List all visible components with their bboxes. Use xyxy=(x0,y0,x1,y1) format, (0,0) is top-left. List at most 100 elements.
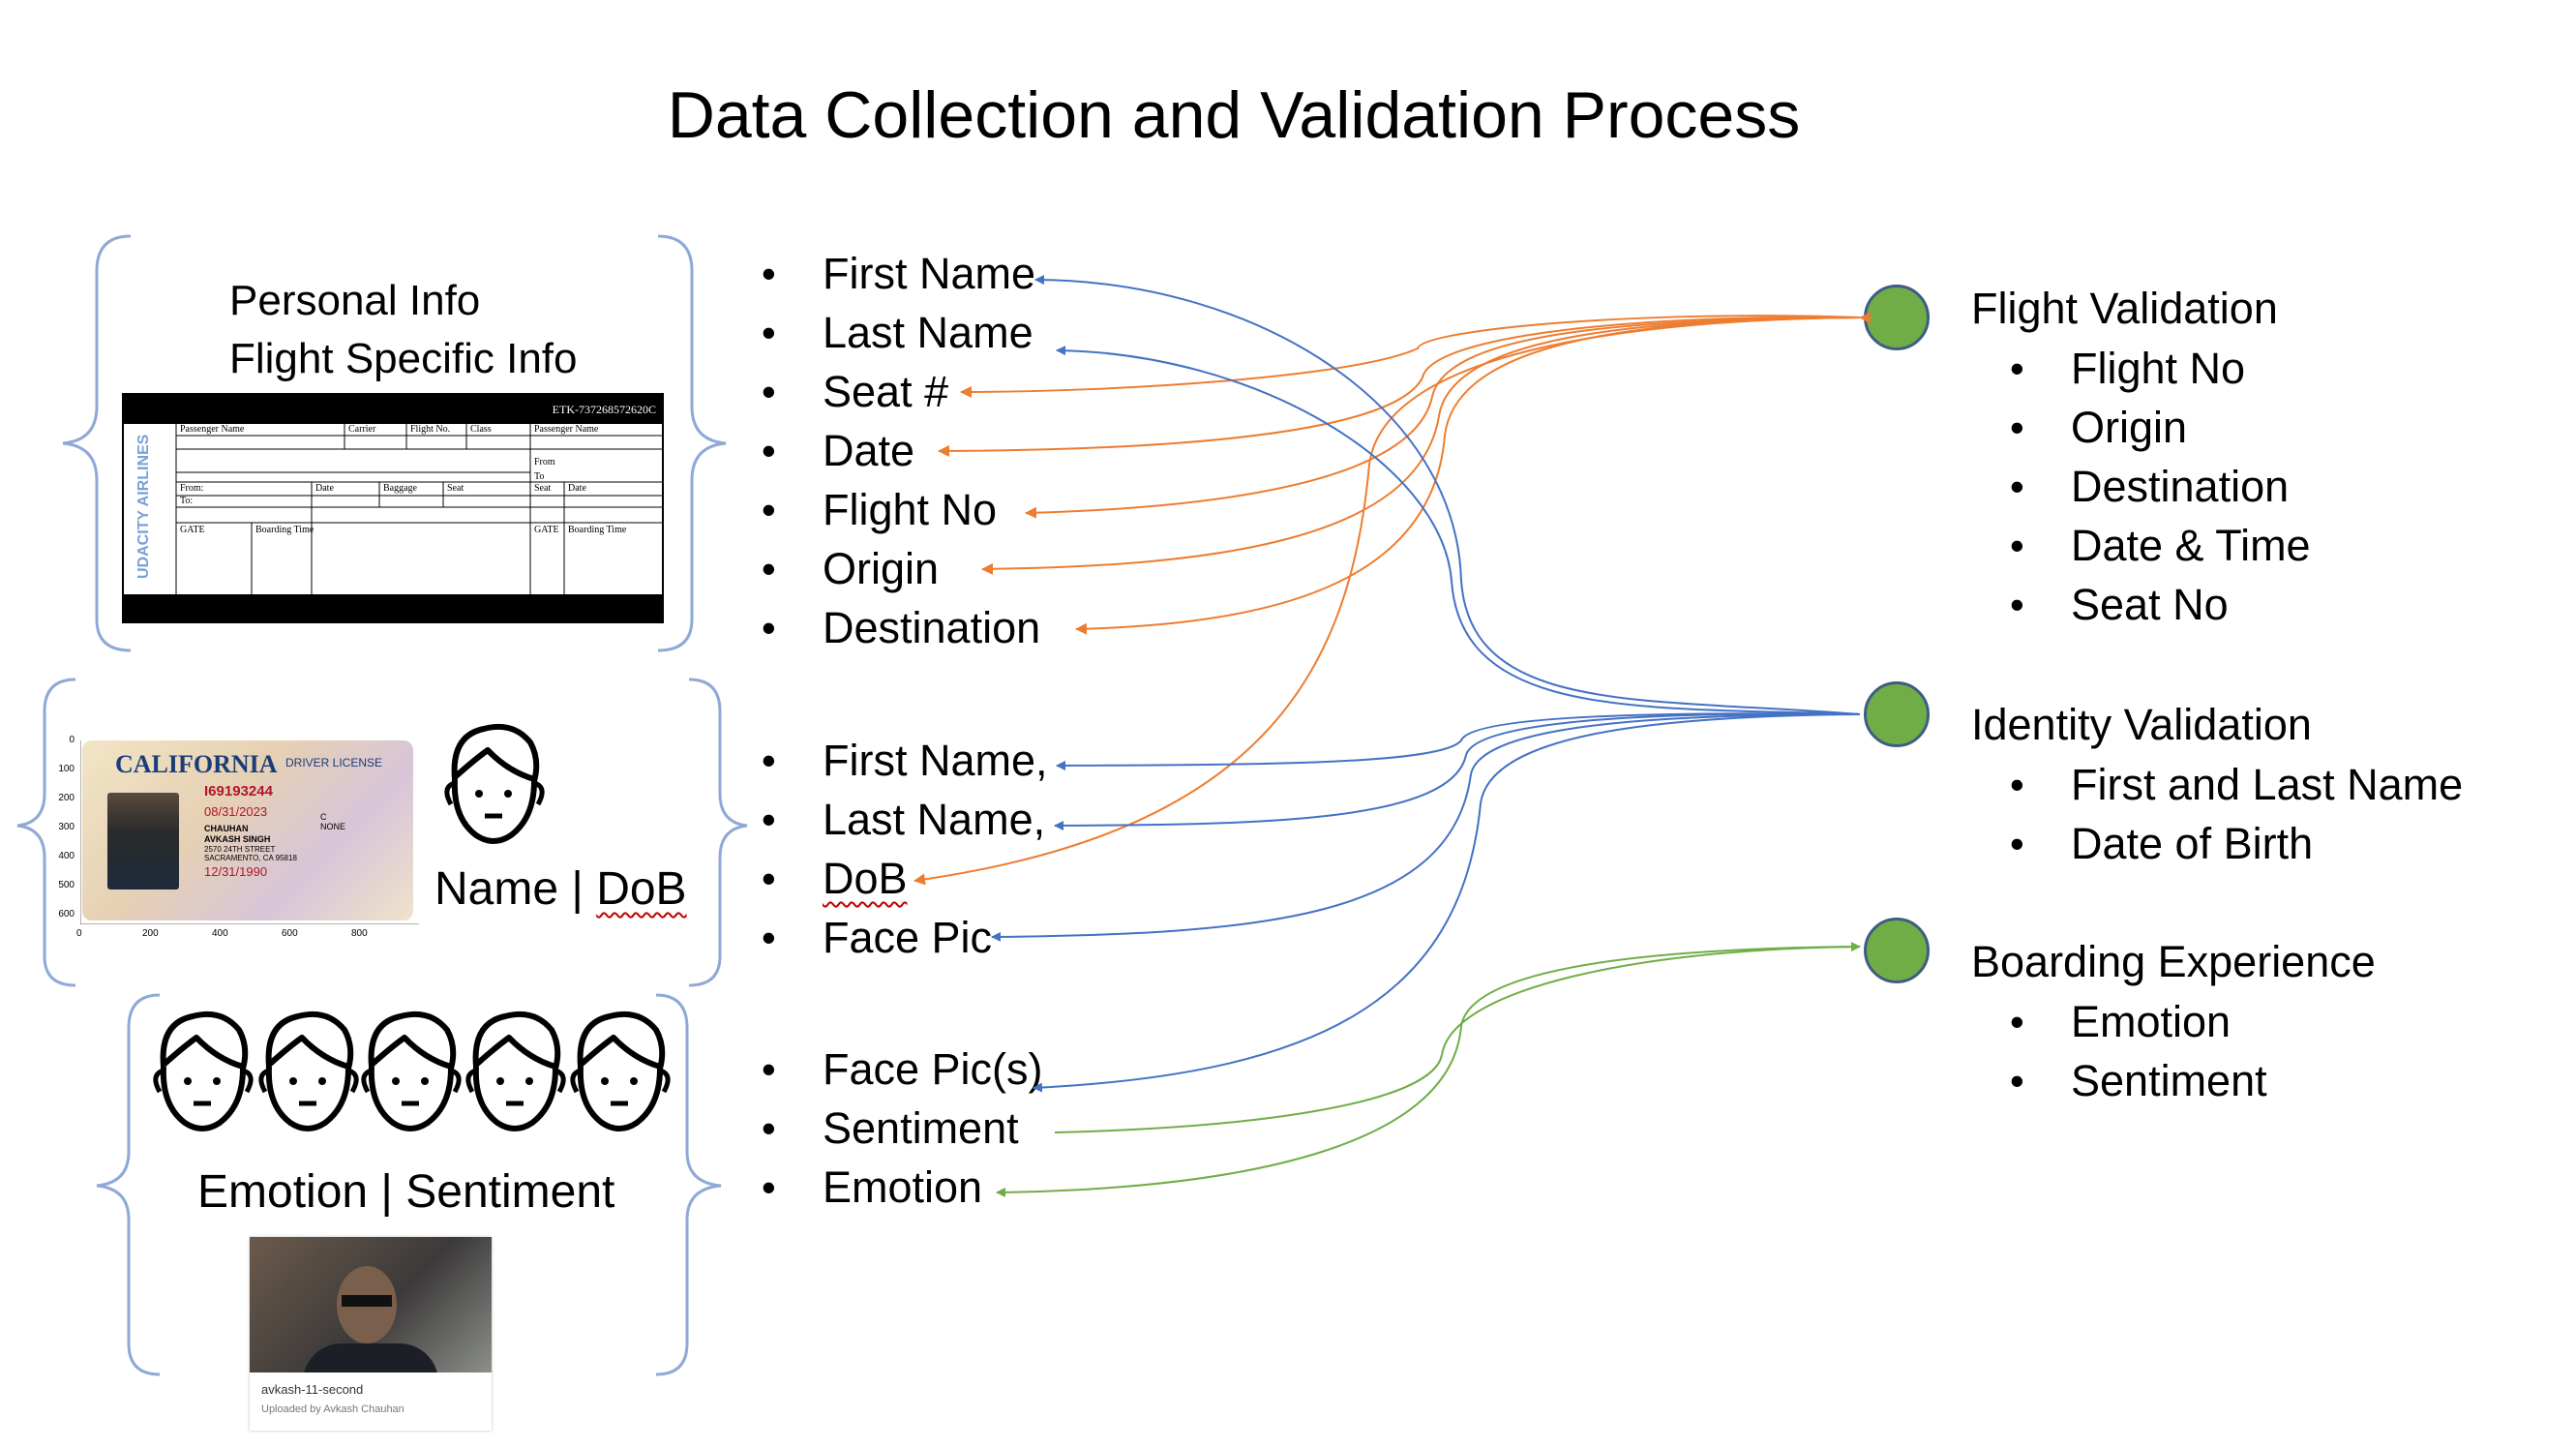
curly-brace-icon xyxy=(96,993,161,1376)
arrow-icon xyxy=(981,317,1861,575)
video-name: avkash-11-second xyxy=(261,1382,364,1397)
axis-tick: 0 xyxy=(69,735,75,745)
emotion-panel-label: Emotion | Sentiment xyxy=(197,1166,615,1218)
arrow-icon xyxy=(1025,317,1861,519)
personal-info-label: Personal Info xyxy=(229,277,481,324)
list-item: Date xyxy=(762,421,1040,480)
ticket-field: To: xyxy=(180,496,194,506)
list-item: Sentiment xyxy=(2010,1051,2267,1110)
arrow-icon xyxy=(914,317,1861,886)
axis-tick: 600 xyxy=(58,909,75,920)
ticket-field: GATE xyxy=(180,525,205,535)
list-item: Origin xyxy=(2010,398,2311,457)
ticket-field: GATE xyxy=(534,525,559,535)
license-photo xyxy=(107,793,179,890)
axis-tick: 500 xyxy=(58,880,75,890)
ticket-field: Flight No. xyxy=(410,424,451,435)
page-title: Data Collection and Validation Process xyxy=(667,78,1801,152)
group-identity-items: First Name, Last Name, DoB Face Pic xyxy=(762,731,1048,967)
curly-brace-icon xyxy=(655,993,722,1376)
curly-brace-icon xyxy=(657,234,727,652)
arrow-icon xyxy=(1056,712,1861,770)
ticket-grid xyxy=(175,424,662,598)
license-address-2: SACRAMENTO, CA 95818 xyxy=(204,854,297,862)
list-item: Flight No xyxy=(2010,339,2311,398)
ticket-field: Carrier xyxy=(348,424,376,435)
ticket-field: Date xyxy=(315,483,334,494)
ticket-number: ETK-737268572620C xyxy=(552,403,656,416)
arrow-icon xyxy=(1054,712,1861,830)
arrow-icon xyxy=(1075,317,1861,635)
list-item: Emotion xyxy=(2010,992,2267,1051)
curly-brace-icon xyxy=(62,234,132,652)
list-item: Date & Time xyxy=(2010,516,2311,575)
ticket-field: Passenger Name xyxy=(180,424,245,435)
license-address-1: 2570 24TH STREET xyxy=(204,845,276,854)
license-first-name: AVKASH SINGH xyxy=(204,834,271,844)
axis-tick: 400 xyxy=(58,851,75,861)
ticket-field: From xyxy=(534,457,555,468)
list-item: First and Last Name xyxy=(2010,755,2463,814)
list-item: Destination xyxy=(762,598,1040,657)
list-item: Seat # xyxy=(762,362,1040,421)
identity-validation-items: First and Last Name Date of Birth xyxy=(2010,755,2463,873)
identity-panel-label: Name | DoB xyxy=(434,863,687,915)
list-item: First Name, xyxy=(762,731,1048,790)
ticket-field: Seat xyxy=(447,483,464,494)
video-uploader: Uploaded by Avkash Chauhan xyxy=(261,1403,404,1415)
arrow-icon xyxy=(1033,713,1861,1093)
license-type: DRIVER LICENSE xyxy=(285,756,383,769)
axis-tick: 800 xyxy=(351,928,368,939)
ticket-field: From: xyxy=(180,483,204,494)
identity-validation-heading: Identity Validation xyxy=(1971,700,2312,749)
ticket-field: Passenger Name xyxy=(534,424,599,435)
validation-node-icon xyxy=(1864,681,1930,747)
ticket-field: Boarding Time xyxy=(568,525,627,535)
list-item: Flight No xyxy=(762,480,1040,539)
axis-tick: 200 xyxy=(58,793,75,803)
arrow-icon xyxy=(960,312,1872,398)
curly-brace-icon xyxy=(16,678,76,987)
license-last-name: CHAUHAN xyxy=(204,824,249,833)
flight-specific-info-label: Flight Specific Info xyxy=(229,335,578,382)
arrow-icon xyxy=(938,316,1861,457)
list-item: Date of Birth xyxy=(2010,814,2463,873)
license-card: CALIFORNIA DRIVER LICENSE I69193244 08/3… xyxy=(82,740,413,920)
list-item: First Name xyxy=(762,244,1040,303)
axis-tick: 100 xyxy=(58,764,75,774)
license-class: C xyxy=(320,812,327,822)
arrow-icon xyxy=(1056,346,1861,715)
ticket-field: Class xyxy=(470,424,492,435)
list-item: DoB xyxy=(762,849,1048,908)
axis-tick: 200 xyxy=(142,928,159,939)
flight-validation-heading: Flight Validation xyxy=(1971,284,2278,333)
axis-tick: 600 xyxy=(282,928,298,939)
list-item: Destination xyxy=(2010,457,2311,516)
list-item: Sentiment xyxy=(762,1099,1043,1158)
list-item: Last Name, xyxy=(762,790,1048,849)
validation-node-icon xyxy=(1864,918,1930,983)
driver-license-image: CALIFORNIA DRIVER LICENSE I69193244 08/3… xyxy=(58,735,419,939)
flight-validation-items: Flight No Origin Destination Date & Time… xyxy=(2010,339,2311,634)
ticket-field: Boarding Time xyxy=(255,525,315,535)
ticket-field: To xyxy=(534,471,545,482)
arrow-icon xyxy=(1054,942,1861,1133)
boarding-experience-items: Emotion Sentiment xyxy=(2010,992,2267,1110)
list-item: Origin xyxy=(762,539,1040,598)
list-item: Emotion xyxy=(762,1158,1043,1217)
license-end: NONE xyxy=(320,822,346,831)
list-item: Seat No xyxy=(2010,575,2311,634)
license-dl-number: I69193244 xyxy=(204,783,273,799)
video-thumbnail[interactable]: avkash-11-second Uploaded by Avkash Chau… xyxy=(250,1237,492,1431)
boarding-ticket: ETK-737268572620C UDACITY AIRLINES Passe… xyxy=(122,393,664,623)
curly-brace-icon xyxy=(688,678,748,987)
ticket-field: Seat xyxy=(534,483,552,494)
group-emotion-items: Face Pic(s) Sentiment Emotion xyxy=(762,1040,1043,1217)
ticket-field: Date xyxy=(568,483,586,494)
ticket-field: Baggage xyxy=(383,483,417,494)
license-state: CALIFORNIA xyxy=(115,750,278,778)
list-item: Face Pic xyxy=(762,908,1048,967)
arrow-icon xyxy=(991,713,1861,942)
